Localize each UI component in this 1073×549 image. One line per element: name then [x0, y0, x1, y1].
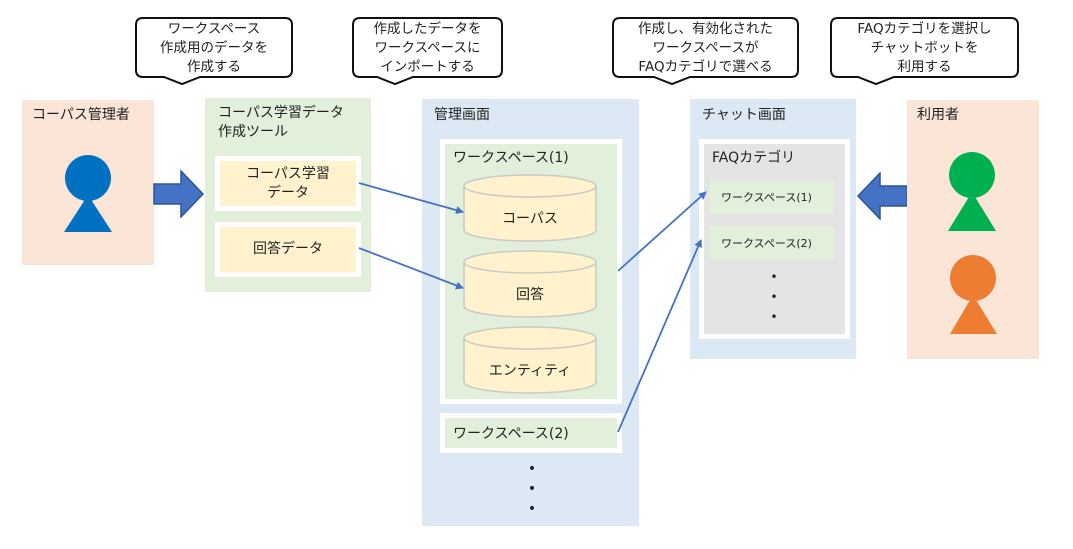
person-icon	[950, 255, 997, 334]
database-entity: エンティティ	[463, 326, 597, 394]
tool-item-corpus-frame: コーパス学習 データ	[215, 156, 361, 211]
database-answer: 回答	[463, 250, 597, 318]
workspace-1-title: ワークスペース(1)	[453, 150, 569, 166]
callout-3-text: 作成し、有効化された ワークスペースが FAQカテゴリで選べる	[638, 21, 773, 75]
database-icon	[463, 174, 597, 242]
tool-title: コーパス学習データ 作成ツール	[218, 105, 344, 140]
database-icon	[463, 250, 597, 318]
chat-screen-title: チャット画面	[702, 107, 786, 123]
database-answer-label: 回答	[516, 287, 544, 303]
block-arrow-right-icon	[153, 170, 205, 218]
callout-bubble-2	[352, 17, 503, 86]
callout-bubble-3	[612, 17, 799, 86]
corpus-admin-panel: コーパス管理者	[22, 100, 154, 265]
faq-category-frame: FAQカテゴリ ワークスペース(1) ワークスペース(2) • • •	[699, 139, 850, 339]
admin-screen-panel: 管理画面 ワークスペース(1) コーパス 回答	[422, 99, 639, 526]
admin-screen-title: 管理画面	[434, 107, 490, 123]
tool-item-corpus-data: コーパス学習 データ	[220, 161, 356, 206]
faq-category-panel: FAQカテゴリ ワークスペース(1) ワークスペース(2) • • •	[704, 144, 845, 334]
callout-1: ワークスペース 作成用のデータを 作成する	[136, 20, 292, 77]
workspace-2: ワークスペース(2)	[445, 418, 617, 448]
tool-item-answer-data: 回答データ	[220, 227, 356, 272]
tool-item-answer-frame: 回答データ	[215, 222, 361, 277]
callout-2: 作成したデータを ワークスペースに インポートする	[353, 20, 502, 77]
database-icon	[463, 326, 597, 394]
data-creation-tool-panel: コーパス学習データ 作成ツール コーパス学習 データ 回答データ	[205, 98, 371, 292]
corpus-admin-title: コーパス管理者	[32, 107, 130, 123]
more-faq-items-ellipsis: • • •	[770, 270, 778, 324]
users-panel: 利用者	[907, 100, 1039, 359]
database-corpus: コーパス	[463, 174, 597, 242]
chat-screen-panel: チャット画面 FAQカテゴリ ワークスペース(1) ワークスペース(2) • •…	[690, 99, 856, 359]
callout-bubble-4	[830, 17, 1019, 86]
callout-2-text: 作成したデータを ワークスペースに インポートする	[373, 21, 482, 75]
person-icon	[948, 152, 996, 231]
database-corpus-label: コーパス	[502, 211, 558, 227]
workspace-1-frame: ワークスペース(1) コーパス 回答	[440, 139, 622, 404]
callout-shapes	[135, 17, 1019, 86]
database-entity-label: エンティティ	[488, 363, 572, 379]
more-workspaces-ellipsis: • • •	[527, 461, 537, 517]
callout-4-text: FAQカテゴリを選択し チャットボットを 利用する	[857, 21, 992, 75]
callout-bubble-1	[135, 17, 293, 86]
faq-item-workspace-2[interactable]: ワークスペース(2)	[709, 226, 834, 259]
callout-3: 作成し、有効化された ワークスペースが FAQカテゴリで選べる	[613, 20, 798, 77]
workspace-1: ワークスペース(1) コーパス 回答	[445, 144, 617, 399]
callout-4: FAQカテゴリを選択し チャットボットを 利用する	[831, 20, 1018, 77]
callout-1-text: ワークスペース 作成用のデータを 作成する	[160, 21, 268, 75]
faq-item-workspace-1[interactable]: ワークスペース(1)	[709, 180, 834, 213]
faq-category-title: FAQカテゴリ	[712, 150, 796, 166]
workspace-2-title: ワークスペース(2)	[453, 426, 569, 442]
block-arrow-left-icon	[856, 172, 908, 220]
workspace-2-frame: ワークスペース(2)	[440, 413, 622, 453]
users-title: 利用者	[917, 107, 959, 123]
person-icon	[64, 155, 112, 232]
